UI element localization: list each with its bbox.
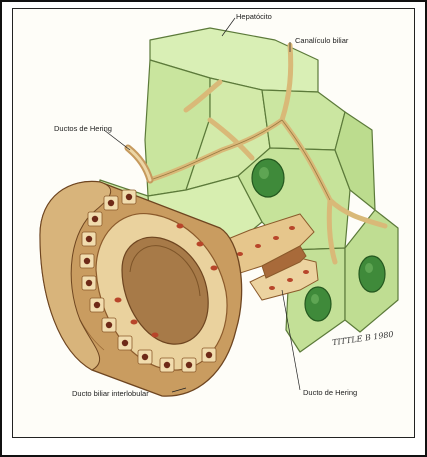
hepatocyte-right-top	[262, 90, 345, 150]
nucleus	[305, 287, 331, 321]
nucleus-highlight	[365, 263, 373, 273]
label-canaliculo-biliar: Canalículo biliar	[295, 37, 348, 45]
nucleus-highlight	[311, 294, 319, 304]
nucleus	[252, 159, 284, 197]
label-ducto-de-hering: Ducto de Hering	[303, 389, 357, 397]
nucleus-highlight	[259, 167, 269, 179]
label-hepatocito: Hepatócito	[236, 13, 272, 21]
nucleus	[359, 256, 385, 292]
leader-ductos-hering	[104, 130, 130, 150]
label-ductos-de-hering: Ductos de Hering	[54, 125, 112, 133]
label-ducto-biliar-interlobular: Ducto biliar interlobular	[72, 390, 149, 398]
